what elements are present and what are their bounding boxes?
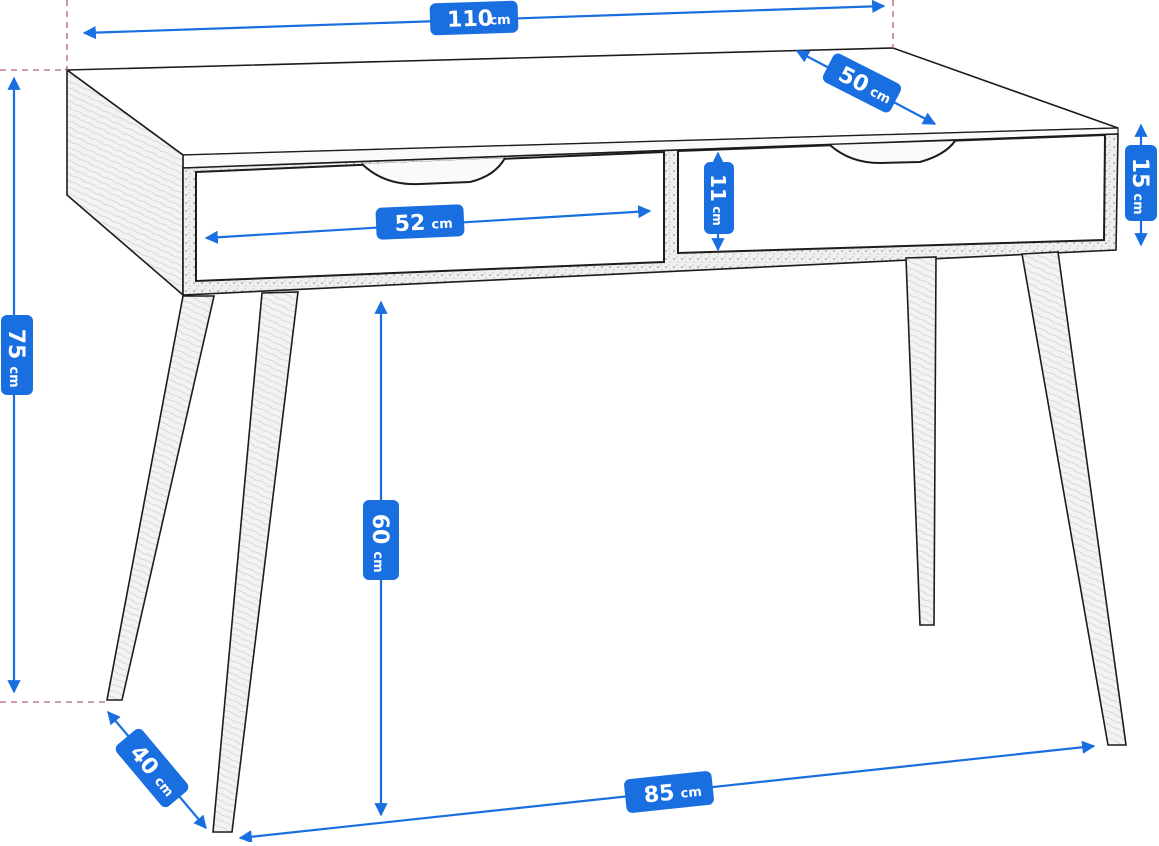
dim-overall-width-value: 110 [447,6,494,33]
dim-drawer-width-value: 52 [394,211,426,237]
svg-text:cm: cm [680,785,703,802]
dim-drawer-box-height-unit: cm [1130,193,1145,214]
svg-text:cm: cm [710,206,724,226]
dim-overall-width-unit: cm [489,13,511,29]
svg-text:75: 75 [3,329,28,360]
dim-overall-height-value: 75 [3,329,28,360]
svg-text:15: 15 [1127,158,1152,189]
guide-lines [0,0,894,703]
desk-drawing [64,47,1127,833]
leg-back-left [106,295,216,701]
dim-drawer-front-height-unit: cm [710,206,724,226]
dim-drawer-width: 52 cm [204,204,652,244]
dim-leg-span-width: 85 cm [238,740,1096,844]
leg-front-left [212,291,299,833]
svg-text:110: 110 [447,6,494,33]
dim-legroom-height-value: 60 [367,514,392,545]
dim-drawer-front-height-value: 11 [706,174,730,202]
svg-text:cm: cm [370,551,385,572]
svg-text:52: 52 [394,211,426,237]
dim-drawer-front-height: 11 cm [704,151,734,252]
dim-overall-height: 75 cm [1,76,33,694]
dim-overall-depth: 50 cm [795,50,937,125]
leg-back-right [905,256,937,626]
dim-legroom-height: 60 cm [363,300,399,817]
right-drawer-front [677,133,1107,255]
svg-text:11: 11 [706,174,730,202]
dim-leg-span-width-value: 85 [643,781,676,809]
dim-leg-span-width-unit: cm [680,785,703,802]
dim-drawer-box-height-value: 15 [1127,158,1152,189]
dim-overall-height-unit: cm [6,366,21,387]
dim-legroom-height-unit: cm [370,551,385,572]
left-drawer-handle [361,157,506,186]
svg-text:cm: cm [431,217,453,233]
dim-leg-span-depth: 40 cm [107,710,207,830]
dim-drawer-box-height: 15 cm [1125,123,1157,247]
svg-text:cm: cm [6,366,21,387]
dim-overall-width: 110 cm [82,0,886,40]
svg-text:cm: cm [1130,193,1145,214]
svg-text:85: 85 [643,781,676,809]
leg-front-right [1021,251,1127,746]
dim-drawer-width-unit: cm [431,217,453,233]
svg-text:60: 60 [367,514,392,545]
svg-text:cm: cm [489,13,511,29]
right-drawer-handle [829,140,956,165]
